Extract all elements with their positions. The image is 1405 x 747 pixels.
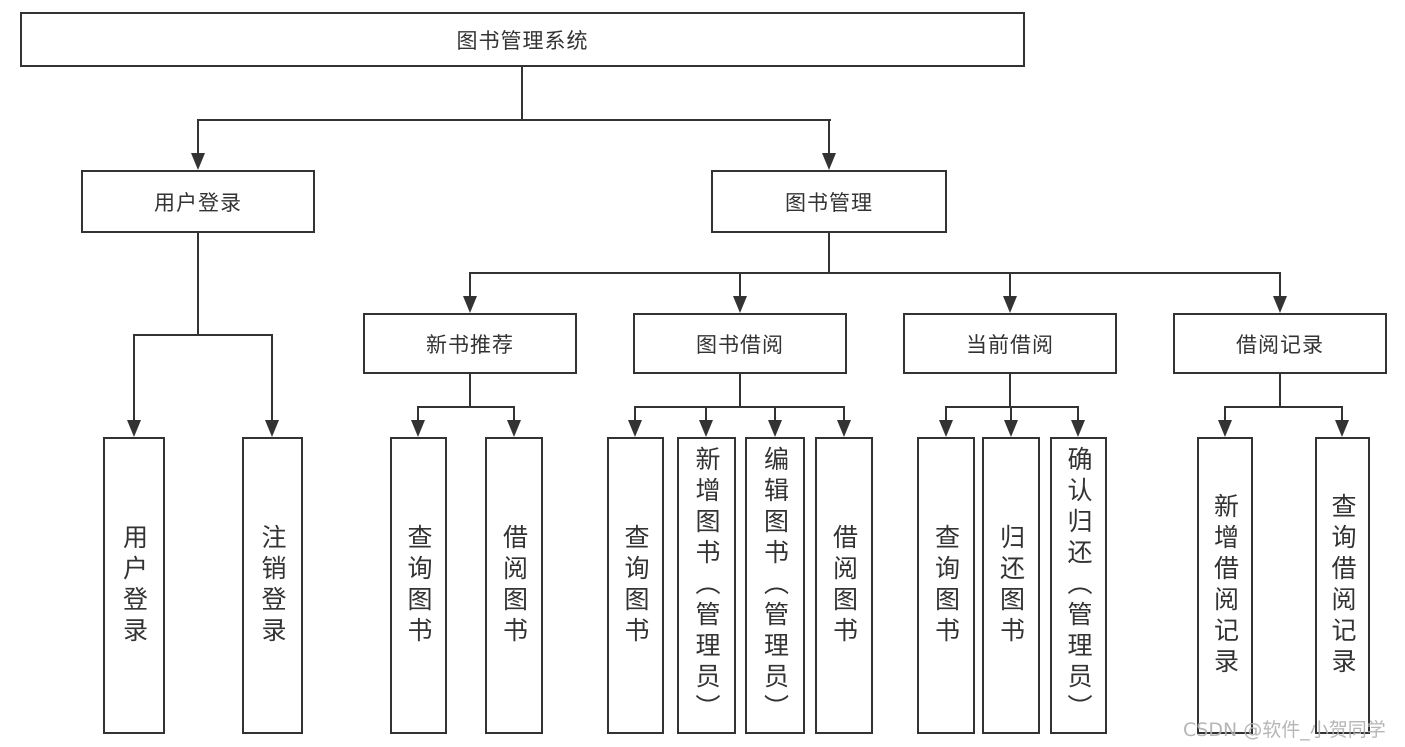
arrowhead-icon <box>1003 296 1017 313</box>
arrowhead-icon <box>1335 420 1349 437</box>
connector-line <box>469 272 471 298</box>
arrowhead-icon <box>1071 420 1085 437</box>
node-leaf-borrow-books-2: 借阅图书 <box>815 437 873 734</box>
node-leaf-add-book-admin: 新增图书（管理员） <box>677 437 736 734</box>
connector-line <box>271 334 273 422</box>
connector-line <box>1077 406 1079 422</box>
arrowhead-icon <box>768 420 782 437</box>
node-leaf-query-borrow-record: 查询借阅记录 <box>1315 437 1370 734</box>
connector-line <box>774 406 776 422</box>
arrowhead-icon <box>939 420 953 437</box>
connector-line <box>1009 272 1011 298</box>
node-leaf-edit-book-admin: 编辑图书（管理员） <box>745 437 805 734</box>
connector-line <box>1279 374 1281 408</box>
connector-line <box>197 119 199 155</box>
connector-line <box>133 334 273 336</box>
arrowhead-icon <box>507 420 521 437</box>
connector-line <box>417 406 419 422</box>
node-book-management: 图书管理 <box>711 170 947 233</box>
node-leaf-confirm-return-admin: 确认归还（管理员） <box>1050 437 1107 734</box>
connector-line <box>634 406 845 408</box>
watermark: CSDN @软件_小贺同学 <box>1183 719 1386 741</box>
arrowhead-icon <box>1273 296 1287 313</box>
arrowhead-icon <box>1004 420 1018 437</box>
node-leaf-user-login: 用户登录 <box>103 437 165 734</box>
connector-line <box>133 334 135 422</box>
connector-line <box>945 406 1079 408</box>
connector-line <box>197 119 831 121</box>
arrowhead-icon <box>127 420 141 437</box>
connector-line <box>197 233 199 336</box>
connector-line <box>739 374 741 408</box>
connector-line <box>828 119 830 155</box>
arrowhead-icon <box>822 153 836 170</box>
connector-line <box>521 67 523 120</box>
connector-line <box>945 406 947 422</box>
node-leaf-borrow-books-1: 借阅图书 <box>485 437 543 734</box>
arrowhead-icon <box>733 296 747 313</box>
arrowhead-icon <box>628 420 642 437</box>
node-leaf-query-books-3: 查询图书 <box>917 437 975 734</box>
arrowhead-icon <box>411 420 425 437</box>
arrowhead-icon <box>463 296 477 313</box>
arrowhead-icon <box>837 420 851 437</box>
connector-line <box>1279 272 1281 298</box>
connector-line <box>1224 406 1226 422</box>
node-new-book-recommend: 新书推荐 <box>363 313 577 374</box>
connector-line <box>739 272 741 298</box>
connector-line <box>1010 406 1012 422</box>
connector-line <box>513 406 515 422</box>
arrowhead-icon <box>699 420 713 437</box>
connector-line <box>1341 406 1343 422</box>
node-leaf-query-books-1: 查询图书 <box>390 437 447 734</box>
arrowhead-icon <box>1218 420 1232 437</box>
node-leaf-logout: 注销登录 <box>242 437 303 734</box>
connector-line <box>417 406 515 408</box>
arrowhead-icon <box>265 420 279 437</box>
node-book-borrow: 图书借阅 <box>633 313 847 374</box>
node-leaf-return-book: 归还图书 <box>982 437 1040 734</box>
node-borrow-records: 借阅记录 <box>1173 313 1387 374</box>
connector-line <box>1009 374 1011 408</box>
connector-line <box>1224 406 1343 408</box>
connector-line <box>828 233 830 274</box>
node-current-borrow: 当前借阅 <box>903 313 1117 374</box>
node-root: 图书管理系统 <box>20 12 1025 67</box>
connector-line <box>705 406 707 422</box>
arrowhead-icon <box>191 153 205 170</box>
connector-line <box>634 406 636 422</box>
connector-line <box>843 406 845 422</box>
node-leaf-query-books-2: 查询图书 <box>607 437 664 734</box>
node-user-login: 用户登录 <box>81 170 315 233</box>
connector-line <box>469 272 1281 274</box>
connector-line <box>469 374 471 408</box>
node-leaf-add-borrow-record: 新增借阅记录 <box>1197 437 1253 734</box>
